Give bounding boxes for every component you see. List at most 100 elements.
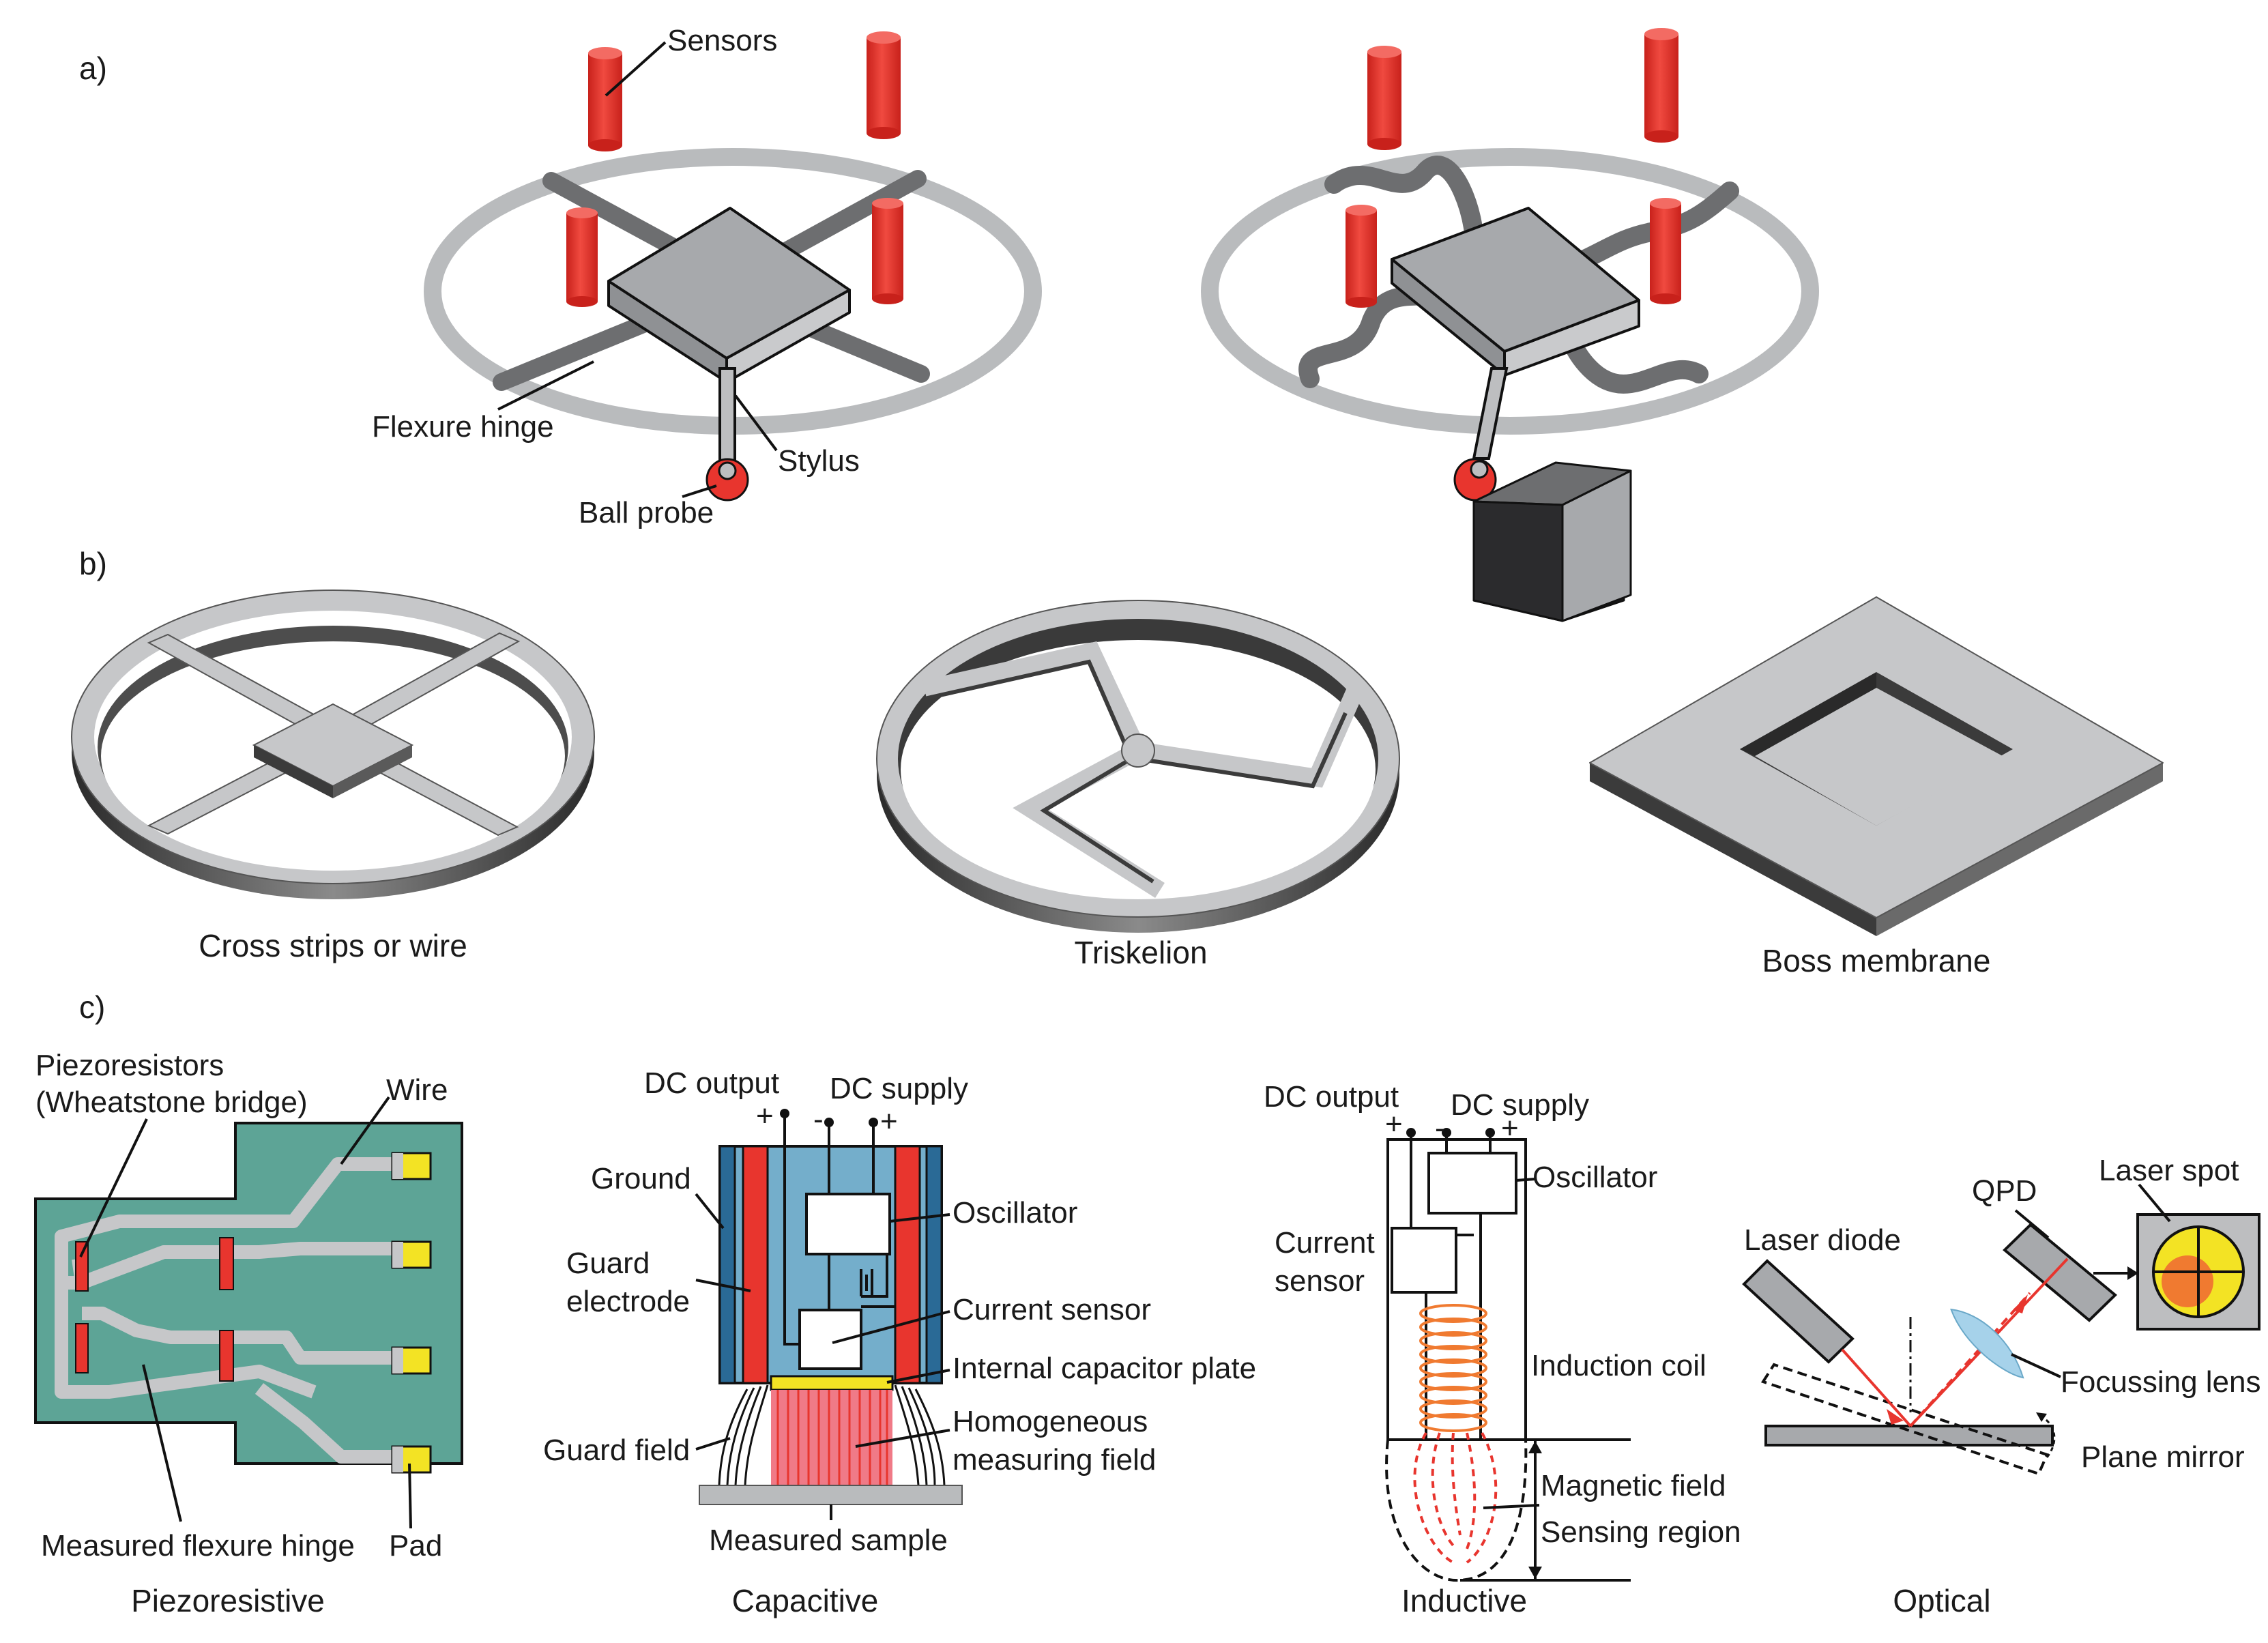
label-oscillator: Oscillator [953, 1196, 1077, 1230]
label-current-1: Current [1275, 1226, 1375, 1260]
section-label-a: a) [79, 50, 107, 86]
label-wheatstone-bridge: (Wheatstone bridge) [35, 1086, 308, 1119]
caption-triskelion: Triskelion [1074, 935, 1207, 970]
sensor-cylinder [1644, 28, 1678, 143]
label-minus: - [1435, 1111, 1445, 1145]
ground-shield [925, 1145, 943, 1384]
caption-optical: Optical [1893, 1583, 1990, 1618]
label-homogeneous-1: Homogeneous [953, 1405, 1148, 1438]
label-plane-mirror: Plane mirror [2081, 1440, 2245, 1474]
section-label-b: b) [79, 546, 107, 581]
label-homogeneous-2: measuring field [953, 1443, 1156, 1477]
piezoresistor [75, 1323, 89, 1373]
plane-mirror-fixed [1764, 1425, 2054, 1446]
label-ground: Ground [591, 1162, 691, 1195]
piezoresistor [219, 1237, 234, 1290]
stylus [718, 367, 736, 472]
sensor-cylinder [566, 207, 598, 307]
label-dc-supply: DC supply [830, 1072, 968, 1105]
measuring-field [771, 1390, 892, 1485]
laser-diode [1742, 1259, 1855, 1364]
probe-wavy-hinge [1201, 28, 1819, 622]
sensor-cylinder [872, 198, 903, 304]
caption-piezoresistive: Piezoresistive [131, 1583, 325, 1618]
label-stylus: Stylus [778, 444, 860, 478]
magnetic-field-lines [1413, 1432, 1498, 1564]
capacitive-sensor: DC output + DC supply - + Ground Guard e… [543, 1066, 1256, 1557]
label-ball-probe: Ball probe [579, 496, 714, 529]
caption-cross-strips: Cross strips or wire [199, 928, 467, 963]
label-minus: - [813, 1103, 824, 1136]
label-oscillator: Oscillator [1532, 1161, 1657, 1194]
piezoresistor [75, 1241, 89, 1292]
internal-capacitor-plate [770, 1375, 894, 1391]
triskelion-suspension [876, 600, 1400, 933]
label-dc-output: DC output [644, 1066, 779, 1100]
guard-electrode [894, 1145, 921, 1384]
guard-electrode [742, 1145, 769, 1384]
induction-coil [1419, 1304, 1487, 1432]
sensor-cylinder [588, 47, 622, 151]
label-plus: + [1385, 1107, 1403, 1141]
label-plus: + [756, 1099, 774, 1133]
label-guard-electrode-2: electrode [566, 1285, 690, 1318]
label-dc-supply: DC supply [1451, 1088, 1589, 1122]
oscillator-box [805, 1193, 891, 1255]
sensing-region-boundary [1385, 1439, 1528, 1582]
label-plus: + [880, 1105, 898, 1138]
guard-field-lines [718, 1384, 946, 1486]
label-flexure-hinge: Flexure hinge [372, 410, 554, 444]
measured-sample [699, 1485, 963, 1505]
sensor-cylinder [1367, 46, 1401, 150]
center-platform [607, 207, 851, 383]
section-label-c: c) [79, 989, 105, 1025]
label-plus: + [1501, 1111, 1519, 1145]
current-sensor-box [1391, 1227, 1457, 1294]
current-sensor-box [798, 1309, 862, 1370]
inductive-sensor: DC output + DC supply - + Oscillator Cur… [1264, 1080, 1741, 1582]
ground-shield [718, 1145, 736, 1384]
label-measured-flexure-hinge: Measured flexure hinge [41, 1529, 355, 1562]
caption-inductive: Inductive [1401, 1583, 1527, 1618]
probe-cross-hinge: Sensors Flexure hinge Stylus Ball probe [372, 24, 1042, 529]
center-platform [1391, 207, 1640, 377]
label-focussing-lens: Focussing lens [2061, 1365, 2260, 1399]
sensor-cylinder [1346, 205, 1377, 308]
stylus [1472, 367, 1509, 460]
caption-boss-membrane: Boss membrane [1762, 943, 1991, 978]
label-current-sensor: Current sensor [953, 1293, 1151, 1326]
label-internal-capacitor-plate: Internal capacitor plate [953, 1352, 1256, 1385]
focussing-lens [1950, 1309, 2024, 1379]
piezoresistor [219, 1330, 234, 1382]
cross-strips-suspension [71, 590, 595, 899]
label-sensing-region: Sensing region [1541, 1515, 1741, 1549]
label-laser-diode: Laser diode [1744, 1223, 1901, 1257]
plane-mirror-tilted [1760, 1363, 2049, 1476]
label-dc-output: DC output [1264, 1080, 1399, 1114]
label-current-2: sensor [1275, 1264, 1365, 1298]
contact-object-cube [1472, 461, 1632, 622]
qpd [2003, 1223, 2117, 1322]
label-laser-spot: Laser spot [2099, 1154, 2239, 1187]
outer-ring [1201, 148, 1819, 435]
label-measured-sample: Measured sample [709, 1524, 948, 1557]
laser-spot [2162, 1255, 2213, 1307]
oscillator-box [1427, 1152, 1517, 1215]
piezoresistive-sensor: Piezoresistors (Wheatstone bridge) Wire … [34, 1049, 463, 1562]
label-induction-coil: Induction coil [1531, 1349, 1706, 1382]
boss-membrane [1589, 596, 2164, 936]
laser-beam [1841, 1257, 2069, 1427]
pcb-substrate [34, 1122, 463, 1465]
caption-capacitive: Capacitive [732, 1583, 879, 1618]
label-piezoresistors: Piezoresistors [35, 1049, 224, 1082]
label-qpd: QPD [1972, 1174, 2037, 1208]
label-magnetic-field: Magnetic field [1541, 1469, 1726, 1502]
label-guard-electrode-1: Guard [566, 1247, 650, 1280]
label-wire: Wire [386, 1073, 448, 1107]
label-pad: Pad [389, 1529, 442, 1562]
optical-sensor: QPD Laser spot Laser diode Focussing len… [1742, 1154, 2260, 1476]
label-sensors: Sensors [667, 24, 777, 57]
sensor-cylinder [867, 31, 901, 139]
label-guard-field: Guard field [543, 1434, 690, 1467]
